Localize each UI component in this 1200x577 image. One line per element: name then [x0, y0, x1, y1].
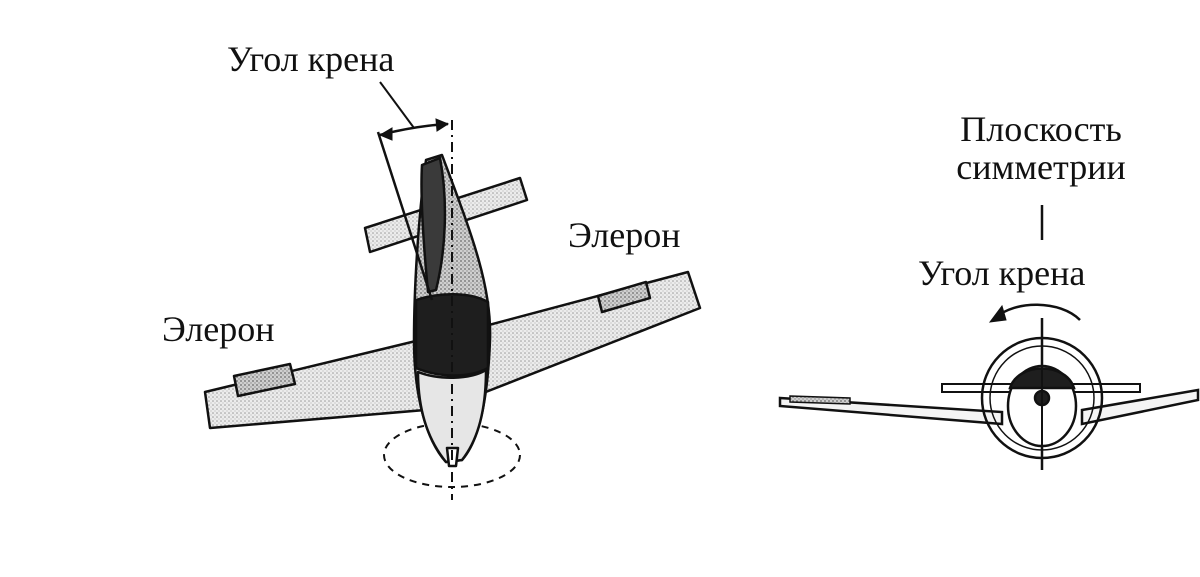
symmetry-plane-label-line2: симметрии [956, 147, 1126, 187]
bank-angle-label-left: Угол крена [227, 39, 395, 79]
roll-arrow [994, 303, 1081, 321]
bank-angle-indicator-left [376, 81, 450, 301]
front-left-wing [778, 396, 1004, 426]
right-aileron [596, 280, 652, 314]
right-airplane-front [778, 205, 1200, 470]
left-aileron [232, 362, 297, 398]
vertical-fin [420, 156, 447, 294]
aileron-label-left: Элерон [162, 309, 275, 349]
left-airplane [203, 120, 702, 500]
front-aileron-left [789, 395, 851, 405]
right-wing [468, 270, 702, 397]
aileron-label-right: Элерон [568, 215, 681, 255]
symmetry-plane-label-line1: Плоскость [960, 109, 1122, 149]
front-right-wing [1080, 388, 1200, 426]
bank-angle-label-right: Угол крена [918, 253, 1086, 293]
